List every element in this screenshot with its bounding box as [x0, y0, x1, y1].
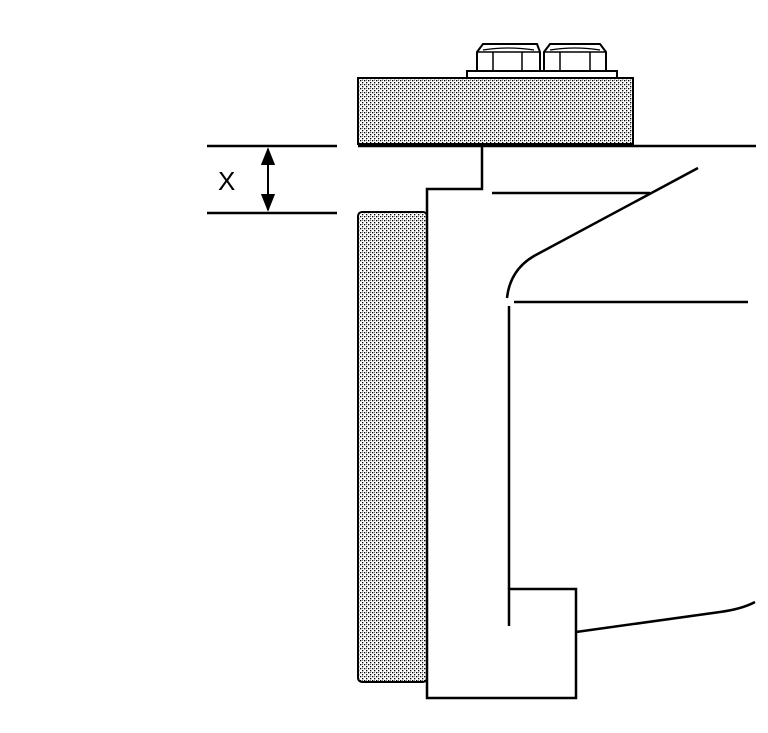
hex-bolt-icon: [476, 43, 541, 72]
lower-right-contour: [575, 600, 756, 634]
bolt-washer: [466, 70, 618, 79]
hex-bolt-icon: [543, 43, 607, 72]
dimension-label: X: [218, 166, 235, 196]
seal-body-outline: [425, 146, 578, 700]
top-mounting-plate: [357, 77, 634, 145]
seal-lip-line: [505, 166, 699, 299]
left-hatched-block: [357, 211, 428, 683]
